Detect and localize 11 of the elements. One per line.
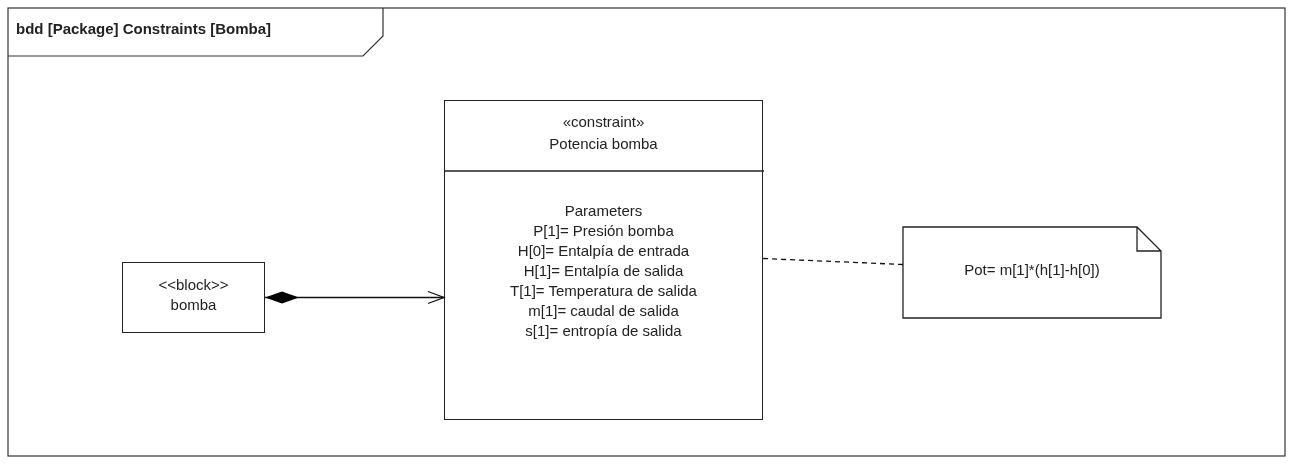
note-box: [903, 227, 1161, 318]
diagram-frame: [8, 8, 1285, 456]
block-box: [122, 262, 265, 333]
parameter-list: Parameters P[1]= Presión bomba H[0]= Entalpía de entrada H[1]= Entalpía de salida T[1]= Temperatura de salida m[1]= caudal de salida s[1]= entropía de salida: [445, 201, 762, 341]
frame-title: bdd [Package] Constraints [Bomba]: [16, 20, 272, 37]
constraint-block: [444, 100, 763, 420]
dashed-connector: [762, 257, 904, 266]
note-text: Pot= m[1]*(h[1]-h[0]): [963, 261, 1101, 278]
block-label: <<block>> bomba: [157, 275, 230, 315]
constraint-header: «constraint» Potencia bomba: [548, 112, 659, 154]
composition-arrow: [264, 290, 445, 305]
